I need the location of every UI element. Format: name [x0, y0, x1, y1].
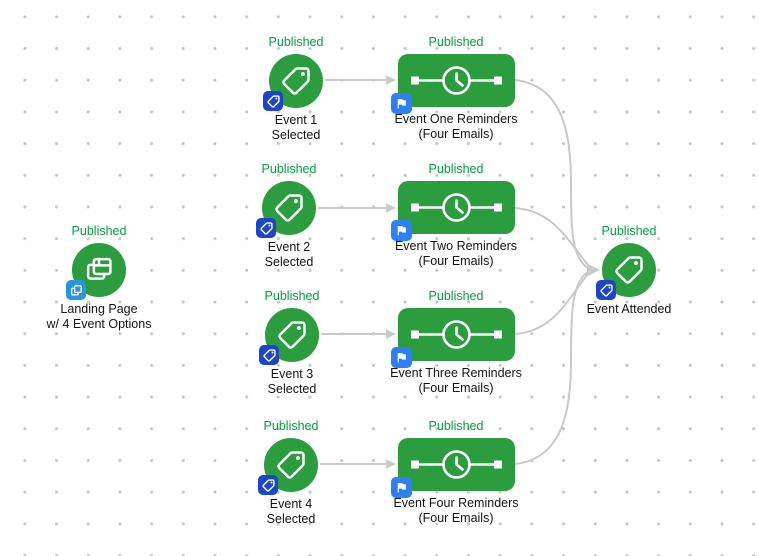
node-label-line2: Selected [267, 382, 317, 396]
node-event-one-reminders: Published Event One Reminders (Four Emai… [376, 35, 536, 142]
tag-node-shape[interactable] [264, 438, 318, 492]
node-event-attended: Published Event Att [549, 224, 709, 317]
node-event-4-selected: Published Event 4 [211, 419, 371, 527]
node-label-line2: Selected [266, 512, 316, 526]
node-label-line1: Event 1 [274, 113, 318, 127]
node-label-line1: Event Two Reminders [394, 239, 518, 253]
tag-icon [278, 321, 306, 349]
email-sequence-node-shape[interactable] [397, 438, 515, 491]
tag-icon [277, 451, 305, 479]
email-sequence-node-shape[interactable] [397, 308, 515, 361]
node-label-line2: (Four Emails) [418, 254, 494, 268]
tag-badge-icon [263, 91, 283, 111]
status-published: Published [428, 419, 484, 433]
node-label-line1: Event One Reminders [394, 112, 518, 126]
tag-icon [282, 67, 310, 95]
node-label: Event Attended [549, 302, 709, 317]
tag-badge-icon [259, 345, 279, 365]
node-label-line2: (Four Emails) [418, 511, 494, 525]
status-published: Published [601, 224, 657, 238]
node-label-line1: Event Attended [586, 302, 672, 316]
status-published: Published [428, 289, 484, 303]
node-event-2-selected: Published Event 2 [209, 162, 369, 270]
node-label-line2: Selected [264, 255, 314, 269]
node-label: Event 4 Selected [211, 497, 371, 527]
flag-badge-icon [390, 477, 412, 498]
node-event-four-reminders: Published Event Four Reminders (Four Ema… [376, 419, 536, 526]
node-landing-page: Published Landing Page w/ 4 Event Option… [19, 224, 179, 332]
status-published: Published [264, 289, 320, 303]
flag-badge-icon [390, 220, 412, 241]
flag-badge-icon [390, 93, 412, 114]
status-published: Published [268, 35, 324, 49]
node-label-line2: (Four Emails) [418, 381, 494, 395]
flag-badge-icon [390, 347, 412, 368]
landing-page-icon [86, 257, 112, 280]
status-published: Published [263, 419, 319, 433]
status-published: Published [261, 162, 317, 176]
node-label-line1: Event Four Reminders [393, 496, 519, 510]
tag-badge-icon [258, 475, 278, 495]
sequence-timer-icon [410, 320, 502, 349]
pages-badge-icon [66, 280, 86, 300]
node-label: Event Three Reminders (Four Emails) [376, 366, 536, 396]
tag-badge-icon [256, 218, 276, 238]
node-event-3-selected: Published Event 3 [212, 289, 372, 397]
node-label: Event 3 Selected [212, 367, 372, 397]
tag-icon [615, 256, 643, 284]
node-label-line1: Event Three Reminders [390, 366, 522, 380]
node-label-line1: Landing Page [60, 302, 138, 316]
node-event-three-reminders: Published Event Three Reminders (Four Em… [376, 289, 536, 396]
node-label-line1: Event 3 [270, 367, 314, 381]
sequence-timer-icon [410, 193, 502, 222]
tag-icon [275, 194, 303, 222]
node-label-line1: Event 4 [269, 497, 313, 511]
status-published: Published [71, 224, 127, 238]
node-label: Event Four Reminders (Four Emails) [376, 496, 536, 526]
node-label-line2: (Four Emails) [418, 127, 494, 141]
email-sequence-node-shape[interactable] [397, 54, 515, 107]
node-event-two-reminders: Published Event Two Reminders (Four Emai… [376, 162, 536, 269]
status-published: Published [428, 35, 484, 49]
node-label-line2: w/ 4 Event Options [46, 317, 152, 331]
node-label: Landing Page w/ 4 Event Options [19, 302, 179, 332]
node-label-line1: Event 2 [267, 240, 311, 254]
node-label: Event 2 Selected [209, 240, 369, 270]
sequence-timer-icon [410, 450, 502, 479]
node-label: Event 1 Selected [216, 113, 376, 143]
tag-badge-icon [596, 280, 616, 300]
node-label: Event Two Reminders (Four Emails) [376, 239, 536, 269]
status-published: Published [428, 162, 484, 176]
sequence-timer-icon [410, 66, 502, 95]
email-sequence-node-shape[interactable] [397, 181, 515, 234]
node-label-line2: Selected [271, 128, 321, 142]
node-label: Event One Reminders (Four Emails) [376, 112, 536, 142]
node-event-1-selected: Published Event 1 [216, 35, 376, 143]
